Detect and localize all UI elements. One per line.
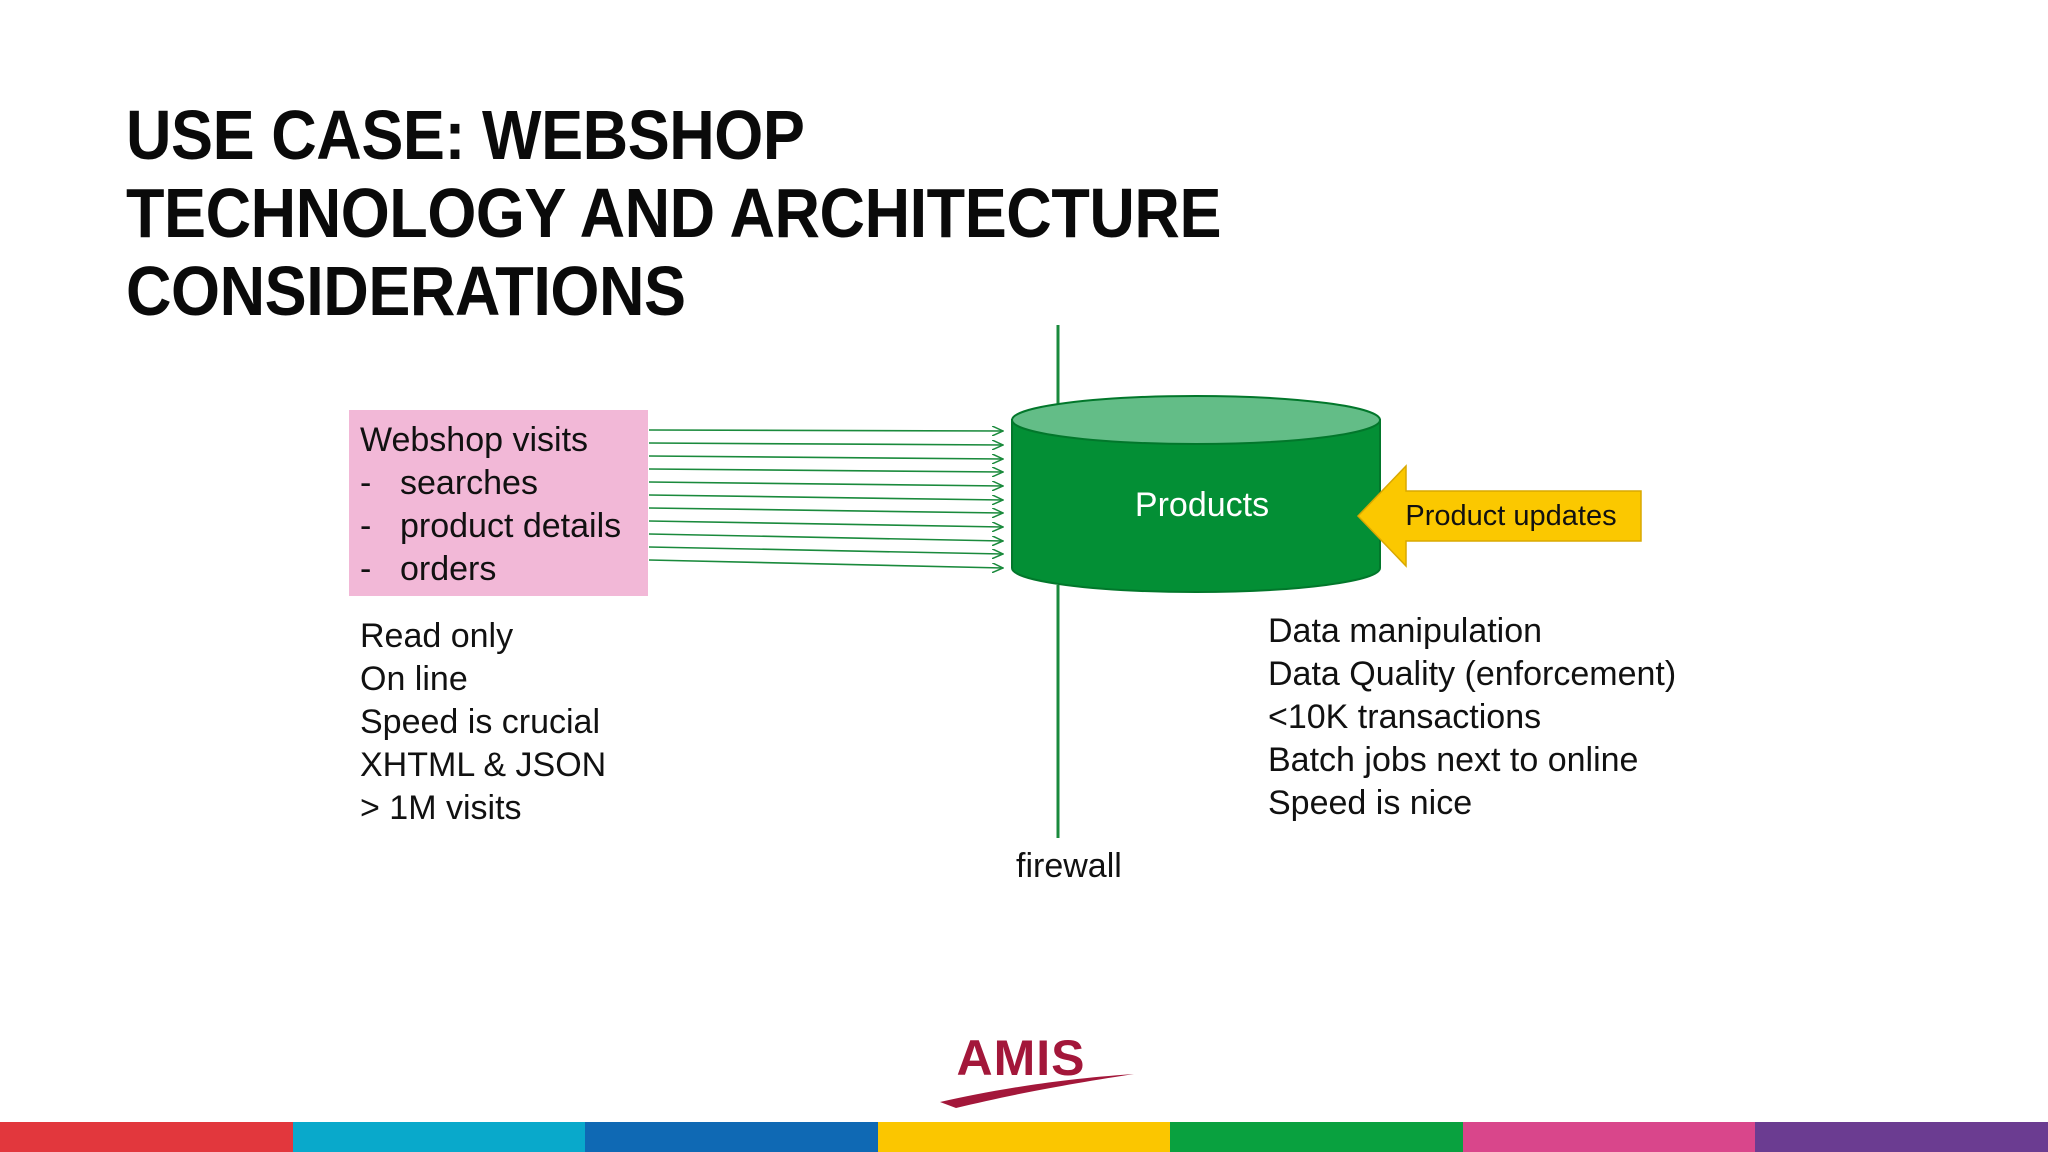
note-line: On line xyxy=(360,660,468,698)
stripe-segment xyxy=(877,1122,1171,1152)
traffic-arrow xyxy=(648,520,1003,527)
stripe-segment xyxy=(1462,1122,1756,1152)
traffic-arrow xyxy=(648,456,1003,459)
amis-logo: AMIS xyxy=(906,1030,1136,1110)
slide-title: USE CASE: WEBSHOP TECHNOLOGY AND ARCHITE… xyxy=(126,96,1221,330)
note-line: Data manipulation xyxy=(1268,612,1543,650)
webshop-notes: Read only On line Speed is crucial XHTML… xyxy=(360,615,606,830)
traffic-arrow xyxy=(648,482,1003,486)
backend-notes: Data manipulation Data Quality (enforcem… xyxy=(1268,610,1676,825)
traffic-arrow xyxy=(648,559,1003,568)
traffic-arrow xyxy=(648,533,1003,541)
traffic-arrow xyxy=(648,430,1003,431)
list-item: - searches xyxy=(360,462,648,505)
cylinder-top xyxy=(1011,395,1381,445)
traffic-arrow xyxy=(648,443,1003,445)
stripe-segment xyxy=(292,1122,586,1152)
visits-heading: Webshop visits xyxy=(360,421,589,459)
traffic-arrow xyxy=(648,507,1003,513)
list-dash: - xyxy=(360,550,372,588)
note-line: <10K transactions xyxy=(1268,698,1542,736)
logo-swoosh-icon xyxy=(940,1074,1134,1108)
stripe-segment xyxy=(1170,1122,1463,1152)
products-label: Products xyxy=(1134,486,1270,524)
product-updates-arrow xyxy=(1356,464,1642,568)
list-item: - product details xyxy=(360,505,648,548)
title-line-3: CONSIDERATIONS xyxy=(126,252,686,330)
note-line: Speed is nice xyxy=(1268,784,1473,822)
list-dash: - xyxy=(360,507,372,545)
stripe-segment xyxy=(0,1122,293,1152)
note-line: > 1M visits xyxy=(360,789,522,827)
note-line: Read only xyxy=(360,617,514,655)
traffic-arrows xyxy=(648,430,1003,568)
color-stripe xyxy=(0,1122,2048,1152)
stripe-segment xyxy=(585,1122,878,1152)
list-item-label: product details xyxy=(400,507,622,545)
list-item-label: searches xyxy=(400,464,538,502)
product-updates-label: Product updates xyxy=(1405,500,1617,532)
cylinder-body xyxy=(1011,419,1381,593)
stripe-segment xyxy=(1755,1122,2048,1152)
title-line-2: TECHNOLOGY AND ARCHITECTURE xyxy=(126,174,1222,252)
traffic-arrow xyxy=(648,469,1003,472)
note-line: Batch jobs next to online xyxy=(1268,741,1639,779)
note-line: Data Quality (enforcement) xyxy=(1268,655,1677,693)
products-cylinder xyxy=(1011,395,1381,593)
list-dash: - xyxy=(360,464,372,502)
note-line: Speed is crucial xyxy=(360,703,601,741)
note-line: XHTML & JSON xyxy=(360,746,607,784)
list-item: - orders xyxy=(360,548,648,591)
logo-text: AMIS xyxy=(956,1030,1086,1086)
traffic-arrow xyxy=(648,546,1003,554)
title-line-1: USE CASE: WEBSHOP xyxy=(126,96,805,174)
webshop-visits-box: Webshop visits - searches - product deta… xyxy=(349,410,648,596)
firewall-label: firewall xyxy=(1016,847,1122,885)
traffic-arrow xyxy=(648,494,1003,500)
list-item-label: orders xyxy=(400,550,497,588)
